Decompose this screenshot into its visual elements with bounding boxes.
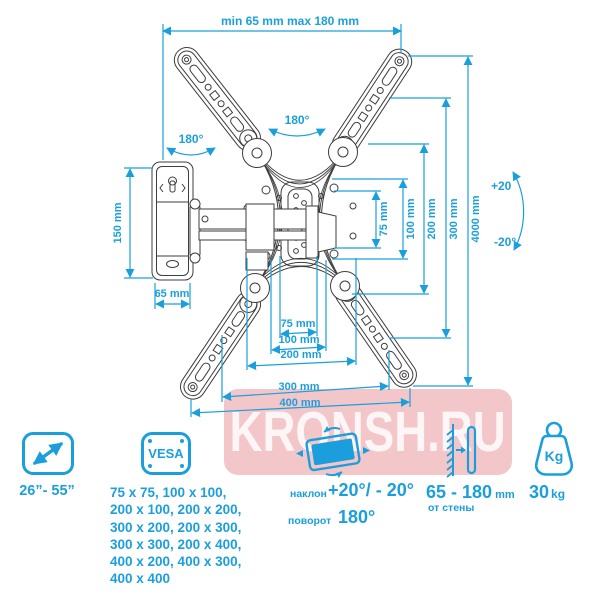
dimension-right-100: 100 mm (332, 178, 417, 260)
tilt-screen-icon (296, 426, 370, 478)
dimension-plate-height: 150 mm (112, 167, 153, 279)
wall-distance-unit: mm (495, 489, 515, 501)
swivel-center-label: 180° (285, 113, 310, 127)
vesa-size-line: 400 x 400 (110, 571, 171, 587)
weight-number: 30 (529, 482, 550, 502)
dim-plate-height-label: 150 mm (112, 202, 124, 243)
dim-right-200-label: 200 mm (426, 198, 438, 239)
vesa-size-line: 400 x 200, 400 x 300, (110, 554, 242, 570)
mount-technical-drawing: min 65 mm max 180 mm 180° 180° 75 mm 100… (112, 14, 525, 418)
dimension-right-200: 200 mm (352, 143, 438, 295)
vesa-size-line: 300 x 300, 200 x 400, (110, 536, 242, 552)
dim-bottom-300-label: 300 mm (279, 381, 320, 393)
vesa-dot (148, 464, 152, 468)
dim-bottom-200-label: 200 mm (281, 349, 322, 361)
dim-right-400-label: 4000 mm (470, 195, 482, 242)
arm-bottom-left (179, 291, 262, 400)
diagonal-arrow-icon (32, 442, 64, 465)
swivel-180-center: 180° (268, 113, 326, 137)
dimension-right-300: 300 mm (389, 97, 460, 339)
dimension-bottom-100: 100 mm (270, 260, 327, 355)
tilt-up-label: +20 (491, 179, 512, 193)
dim-bottom-100-label: 100 mm (279, 334, 320, 346)
vesa-sizes-list: 75 x 75, 100 x 100, 200 x 100, 200 x 200… (110, 484, 241, 588)
swivel-left-label: 180° (179, 132, 204, 146)
dimension-bottom-75: 75 mm (279, 256, 318, 339)
articulating-arm (189, 198, 337, 271)
screen-size-icon (22, 432, 74, 475)
vesa-size-line: 75 x 75, 100 x 100, (110, 485, 227, 500)
wall-distance-number: 65 - 180 (426, 482, 493, 502)
screen-size-label: 26”- 55” (19, 483, 75, 499)
tilt-label: наклон (290, 488, 327, 500)
swivel-value: 180° (338, 507, 376, 527)
dim-right-75-label: 75 mm (378, 201, 390, 236)
dim-right-300-label: 300 mm (448, 198, 460, 239)
dimension-bottom-300: 300 mm (221, 335, 390, 402)
wall-distance-icon (446, 424, 477, 478)
dimension-plate-width: 65 mm (154, 283, 191, 309)
dimension-right-400: 4000 mm (408, 55, 482, 387)
weight-icon-label: Kg (545, 448, 564, 464)
dim-right-100-label: 100 mm (405, 198, 417, 239)
tilt-angle-annotation: +20 -20° (491, 171, 525, 251)
dimension-bottom-400: 400 mm (190, 388, 411, 418)
swivel-180-left: 180° (166, 132, 216, 156)
wall-distance-sub: от стены (428, 502, 475, 514)
vesa-size-line: 200 x 100, 200 x 200, (110, 502, 242, 518)
wall-plate (151, 161, 194, 281)
vesa-dot (148, 439, 152, 443)
vesa-icon: VESA (141, 432, 191, 475)
dimension-top-width: min 65 mm max 180 mm (162, 14, 402, 160)
vesa-dot (180, 464, 184, 468)
swivel-label: поворот (288, 515, 332, 527)
dim-bottom-400-label: 400 mm (280, 397, 321, 409)
vesa-dot (180, 439, 184, 443)
vesa-icon-label: VESA (148, 446, 184, 461)
dim-plate-width-label: 65 mm (155, 288, 190, 300)
vesa-size-line: 300 x 200, 200 x 300, (110, 519, 242, 535)
weight-icon: Kg (534, 421, 574, 476)
tilt-down-label: -20° (494, 235, 516, 249)
tilt-value: +20°/ - 20° (328, 480, 414, 500)
dimension-bottom-200: 200 mm (246, 258, 357, 371)
dimension-right-75: 75 mm (334, 190, 390, 249)
weight-unit: kg (551, 487, 566, 501)
dim-top-width-label: min 65 mm max 180 mm (221, 14, 359, 28)
dim-bottom-75-label: 75 mm (281, 318, 316, 330)
